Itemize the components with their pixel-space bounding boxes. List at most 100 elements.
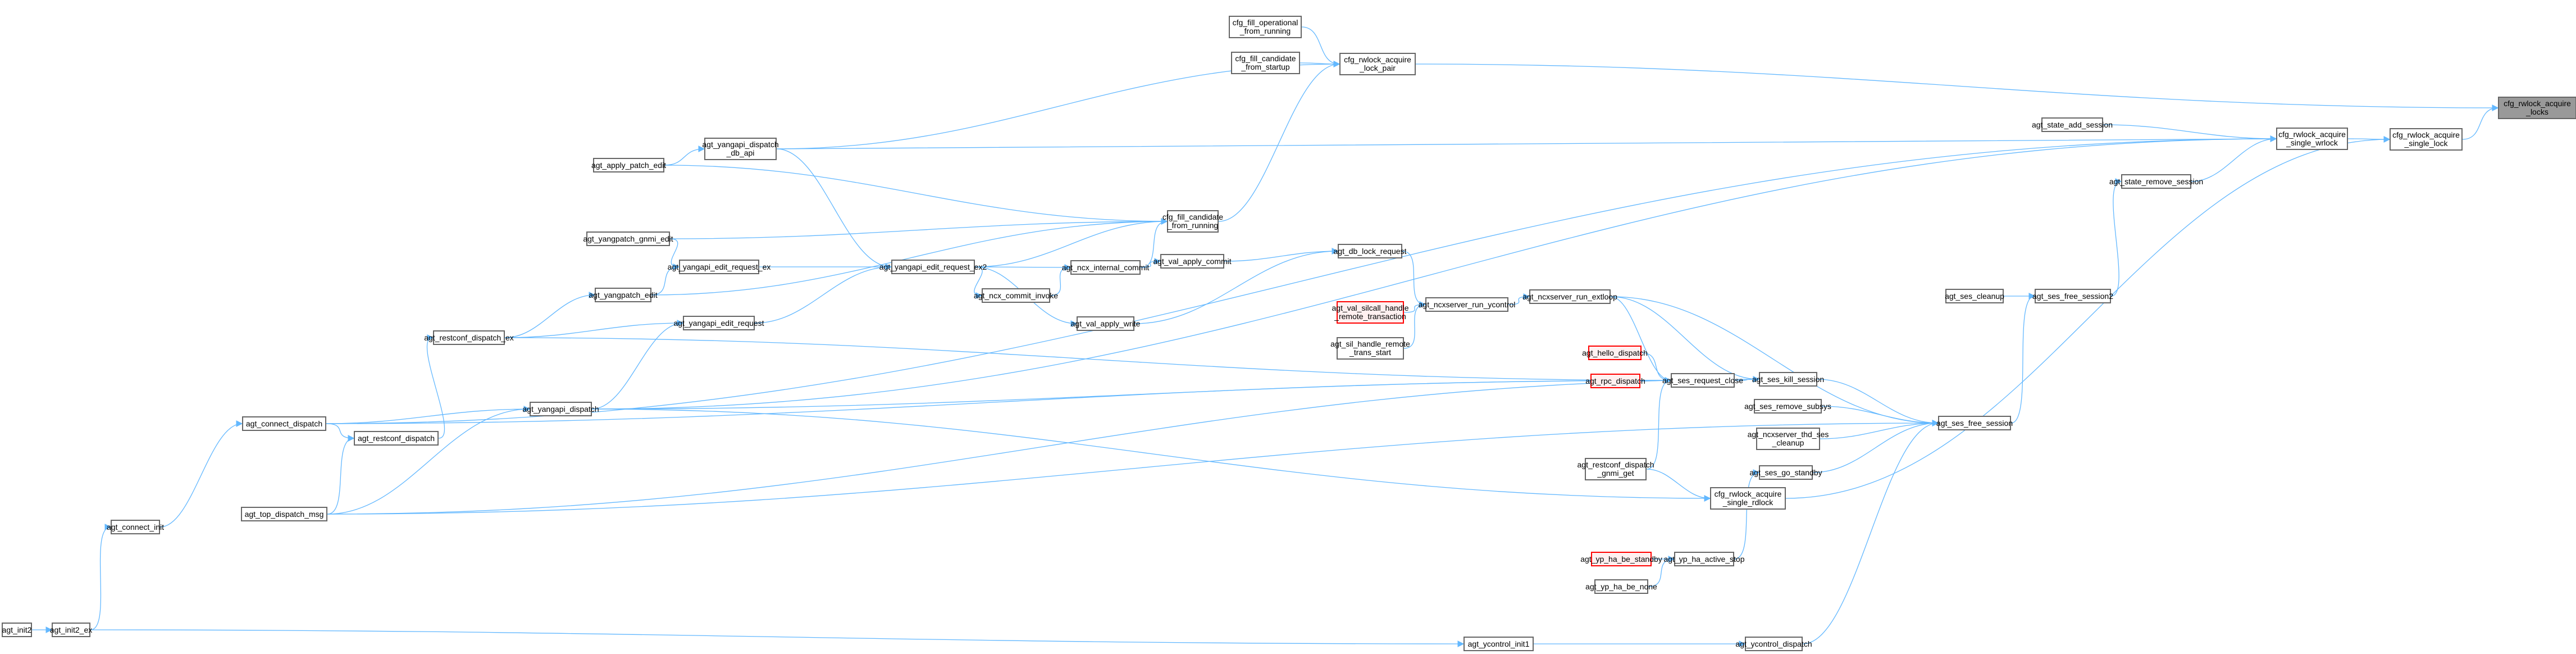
graph-node-yangpatch-edit[interactable]: agt_yangpatch_edit — [589, 288, 658, 302]
graph-node-dispatch-db-api[interactable]: agt_yangapi_dispatch _db_api — [702, 138, 779, 160]
graph-node-hello-dispatch[interactable]: agt_hello_dispatch — [1582, 346, 1648, 360]
edge-edit-request-to-edit-request-ex2 — [754, 264, 892, 324]
graph-node-label: cfg_fill_operational _from_running — [1232, 18, 1298, 35]
graph-node-label: agt_yangpatch_gnmi_edit — [583, 234, 673, 243]
edge-fill-oper-to-lock-pair — [1301, 26, 1341, 67]
edge-apply-patch-edit-to-fill-cand-running — [664, 165, 1168, 225]
graph-node-val-apply-commit[interactable]: agt_val_apply_commit — [1153, 254, 1232, 269]
graph-node-single-lock[interactable]: cfg_rwlock_acquire _single_lock — [2390, 128, 2463, 151]
graph-node-restconf-gnmi-get[interactable]: agt_restconf_dispatch _gnmi_get — [1577, 458, 1654, 480]
graph-node-label: agt_yangapi_dispatch — [522, 404, 599, 414]
edge-ses-free-to-ses-free2 — [2010, 293, 2036, 424]
graph-node-single-wrlock[interactable]: cfg_rwlock_acquire _single_wrlock — [2276, 128, 2348, 150]
graph-node-ses-kill[interactable]: agt_ses_kill_session — [1752, 372, 1824, 387]
graph-node-ses-go-standby[interactable]: agt_ses_go_standby — [1749, 465, 1822, 480]
graph-node-label: agt_hello_dispatch — [1582, 348, 1648, 357]
graph-node-run-extloop[interactable]: agt_ncxserver_run_extloop — [1522, 289, 1617, 304]
graph-node-state-add[interactable]: agt_state_add_session — [2032, 117, 2113, 132]
edge-ncx-commit-invoke-to-ncx-internal-commit — [1050, 264, 1072, 296]
graph-node-db-lock-request[interactable]: agt_db_lock_request — [1334, 244, 1407, 258]
graph-node-yangapi-dispatch[interactable]: agt_yangapi_dispatch — [522, 402, 599, 416]
graph-node-label: agt_ses_go_standby — [1749, 467, 1822, 477]
graph-node-label: cfg_fill_candidate _from_running — [1162, 212, 1224, 230]
graph-node-init2[interactable]: agt_init2 — [2, 623, 32, 637]
edge-yangapi-dispatch-to-single-rdlock — [591, 408, 1711, 502]
edge-yp-ha-be-none-to-yp-ha-active-stop — [1648, 556, 1675, 587]
graph-node-apply-patch-edit[interactable]: agt_apply_patch_edit — [591, 158, 666, 172]
edge-fill-cand-running-to-lock-pair — [1218, 61, 1341, 222]
graph-node-fill-cand-running[interactable]: cfg_fill_candidate _from_running — [1162, 210, 1223, 233]
graph-node-ses-free[interactable]: agt_ses_free_session — [1936, 416, 2013, 430]
edge-init2-ex-to-ycontrol-init1 — [90, 629, 1465, 647]
graph-node-single-rdlock[interactable]: cfg_rwlock_acquire _single_rdlock — [1710, 487, 1786, 510]
edge-dispatch-db-api-to-lock-pair — [776, 61, 1341, 149]
graph-node-state-remove[interactable]: agt_state_remove_session — [2109, 174, 2203, 189]
graph-node-fill-cand-startup[interactable]: cfg_fill_candidate _from_startup — [1231, 52, 1300, 74]
edge-ncx-internal-commit-to-val-apply-commit — [1140, 258, 1161, 268]
graph-node-restconf-dispatch-ex[interactable]: agt_restconf_dispatch_ex — [424, 330, 514, 345]
edge-restconf-gnmi-get-to-single-rdlock — [1646, 469, 1711, 502]
edge-connect-init-to-connect-dispatch — [159, 420, 243, 528]
graph-node-val-apply-write[interactable]: agt_val_apply_write — [1071, 316, 1140, 331]
graph-node-label: agt_val_apply_commit — [1153, 256, 1232, 266]
edge-ses-free2-to-state-remove — [2110, 178, 2122, 297]
edge-yp-ha-active-stop-to-ses-go-standby — [1734, 469, 1760, 560]
graph-node-label: agt_top_dispatch_msg — [244, 509, 324, 519]
graph-node-label: agt_yp_ha_active_stop — [1663, 554, 1745, 564]
edge-top-dispatch-msg-to-yangapi-dispatch — [327, 406, 531, 515]
graph-node-ncx-commit-invoke[interactable]: agt_ncx_commit_invoke — [974, 288, 1058, 303]
graph-node-label: cfg_rwlock_acquire _single_lock — [2392, 130, 2460, 148]
edge-state-add-to-single-wrlock — [2103, 124, 2277, 142]
graph-node-ncx-internal-commit[interactable]: agt_ncx_internal_commit — [1062, 260, 1149, 275]
graph-node-label: agt_ses_kill_session — [1752, 374, 1825, 384]
graph-node-ses-remove-subsys[interactable]: agt_ses_remove_subsys — [1744, 399, 1831, 414]
graph-node-ycontrol-dispatch[interactable]: agt_ycontrol_dispatch — [1735, 637, 1812, 651]
graph-node-ses-cleanup[interactable]: agt_ses_cleanup — [1945, 289, 2004, 303]
graph-node-label: agt_ses_free_session — [1936, 418, 2013, 428]
graph-node-ses-request-close[interactable]: agt_ses_request_close — [1662, 373, 1743, 388]
edge-yangapi-dispatch-to-single-wrlock — [591, 135, 2277, 410]
graph-node-label: agt_connect_dispatch — [245, 419, 323, 428]
graph-node-label: agt_ycontrol_init1 — [1467, 639, 1530, 648]
edge-ses-kill-to-ses-free — [1817, 379, 1939, 426]
edge-yangpatch-edit-to-fill-cand-running — [651, 218, 1168, 296]
graph-node-yp-ha-be-none[interactable]: agt_yp_ha_be_none — [1585, 579, 1657, 594]
graph-node-label: agt_ycontrol_dispatch — [1735, 639, 1812, 648]
graph-node-val-silcall[interactable]: agt_val_silcall_handle _remote_transacti… — [1332, 301, 1409, 324]
graph-node-label: agt_ncxserver_run_extloop — [1522, 292, 1617, 301]
graph-node-sil-remote[interactable]: agt_sil_handle_remote _trans_start — [1330, 337, 1410, 360]
graph-node-ses-free2[interactable]: agt_ses_free_session2 — [2032, 289, 2113, 303]
graph-node-edit-request-ex2[interactable]: agt_yangapi_edit_request_ex2 — [879, 260, 987, 274]
graph-node-lock-pair[interactable]: cfg_rwlock_acquire _lock_pair — [1339, 53, 1416, 75]
graph-node-connect-init[interactable]: agt_connect_init — [107, 520, 164, 534]
edge-apply-patch-edit-to-dispatch-db-api — [664, 146, 705, 166]
edge-edit-request-ex2-to-fill-cand-running — [974, 218, 1168, 267]
graph-node-run-ycontrol[interactable]: agt_ncxserver_run_ycontrol — [1419, 297, 1515, 312]
graph-node-label: agt_state_add_session — [2032, 120, 2113, 129]
graph-node-label: cfg_rwlock_acquire _locks — [2504, 99, 2571, 116]
graph-node-edit-request-ex[interactable]: agt_yangapi_edit_request_ex — [668, 260, 770, 274]
graph-node-yangpatch-gnmi-edit[interactable]: agt_yangpatch_gnmi_edit — [583, 231, 673, 246]
graph-node-label: agt_connect_init — [107, 522, 164, 532]
graph-node-rpc-dispatch[interactable]: agt_rpc_dispatch — [1585, 374, 1645, 388]
graph-node-restconf-dispatch[interactable]: agt_restconf_dispatch — [354, 431, 439, 446]
graph-node-top-dispatch-msg[interactable]: agt_top_dispatch_msg — [241, 507, 327, 521]
graph-node-ycontrol-init1[interactable]: agt_ycontrol_init1 — [1463, 637, 1534, 651]
edge-dispatch-db-api-to-edit-request-ex2 — [776, 148, 892, 270]
graph-node-connect-dispatch[interactable]: agt_connect_dispatch — [242, 416, 326, 431]
graph-node-yp-ha-be-standby[interactable]: agt_yp_ha_be_standby — [1580, 552, 1662, 566]
graph-node-label: cfg_fill_candidate _from_startup — [1235, 54, 1296, 71]
graph-node-label: agt_restconf_dispatch _gnmi_get — [1577, 460, 1654, 478]
edge-dispatch-db-api-to-single-wrlock — [776, 135, 2277, 149]
edge-restconf-dispatch-to-restconf-dispatch-ex — [426, 334, 445, 439]
graph-node-thd-ses-cleanup[interactable]: agt_ncxserver_thd_ses _cleanup — [1748, 428, 1829, 450]
graph-node-edit-request[interactable]: agt_yangapi_edit_request — [673, 316, 764, 330]
graph-node-yp-ha-active-stop[interactable]: agt_yp_ha_active_stop — [1664, 552, 1745, 566]
edge-run-ycontrol-to-run-extloop — [1508, 293, 1530, 305]
graph-node-init2-ex[interactable]: agt_init2_ex — [50, 623, 92, 637]
edge-init2-ex-to-connect-init — [90, 524, 112, 630]
graph-node-fill-oper[interactable]: cfg_fill_operational _from_running — [1229, 16, 1302, 38]
graph-node-label: agt_ses_remove_subsys — [1744, 401, 1831, 411]
graph-node-locks[interactable]: cfg_rwlock_acquire _locks — [2498, 97, 2576, 119]
